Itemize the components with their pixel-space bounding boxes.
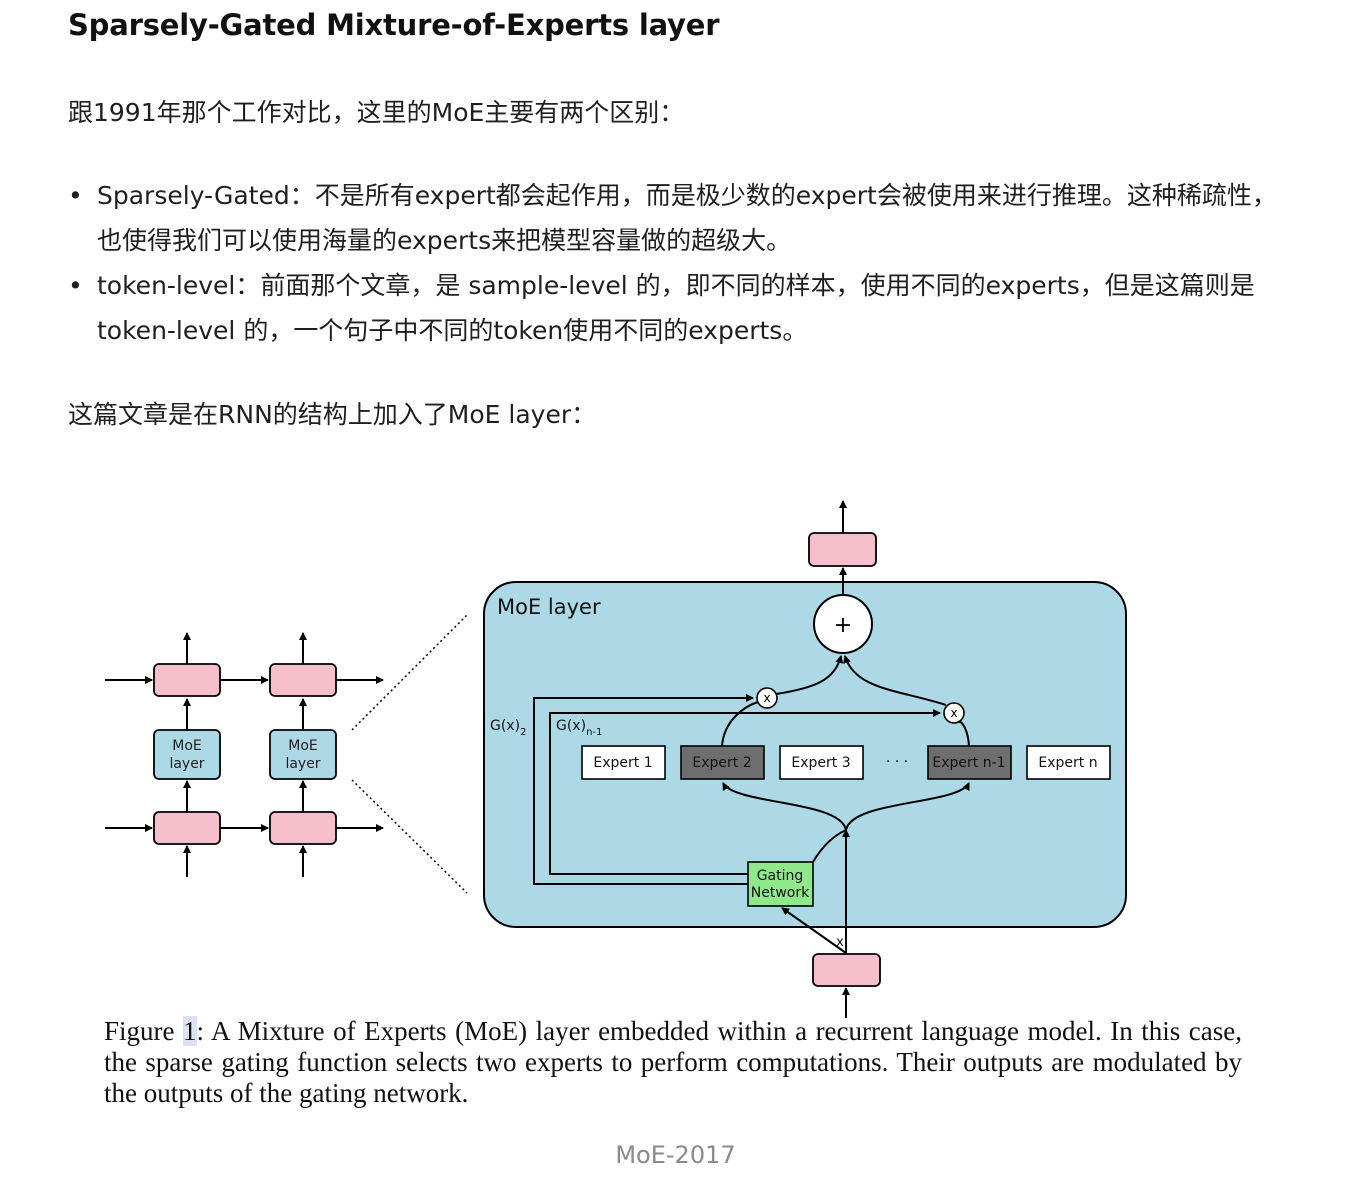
multiply-node-2 [756,687,778,709]
list-item-text: token-level：前面那个文章，是 sample-level 的，即不同的… [97,271,1255,345]
expert-ellipsis: · · · [886,754,908,770]
rnn-cell-top-1 [153,663,221,697]
expert-box-1 [581,745,666,780]
caption-text: : A Mixture of Experts (MoE) layer embed… [104,1016,1242,1108]
list-item: • Sparsely-Gated：不是所有expert都会起作用，而是极少数的e… [68,173,1278,263]
sum-symbol: + [834,613,852,638]
small-moe-box-2 [269,729,337,780]
outro-paragraph: 这篇文章是在RNN的结构上加入了MoE layer： [68,400,597,429]
expert-label: Expert 3 [791,755,850,771]
gate-weight-label-n-1: G(x)n-1 [556,718,602,738]
small-moe-label: layer [169,756,204,772]
rnn-cell-bottom-2 [269,811,337,845]
caption-figure-number[interactable]: 1 [183,1016,197,1046]
small-moe-box-1 [153,729,221,780]
zoom-line-bottom [351,779,468,894]
figure-caption: Figure 1: A Mixture of Experts (MoE) lay… [104,1016,1242,1109]
gating-network-label: Gating [757,868,804,884]
expert-label: Expert 2 [692,755,751,771]
rnn-mini-diagram [105,632,384,877]
gating-network-box [747,861,814,907]
sum-node [813,594,873,654]
gating-network-label: Network [751,885,810,901]
rnn-cell-bottom-1 [153,811,221,845]
multiply-symbol: x [950,706,957,720]
moe-input-cell [812,953,881,987]
expert-label: Expert n-1 [932,755,1005,771]
section-heading: Sparsely-Gated Mixture-of-Experts layer [68,8,720,42]
expert-box-2 [680,745,765,780]
gate-weight-label-2: G(x)2 [490,718,526,738]
rnn-cell-top-2 [269,663,337,697]
intro-paragraph: 跟1991年那个工作对比，这里的MoE主要有两个区别： [68,98,685,127]
expert-label: Expert n [1038,755,1097,771]
list-item-text: Sparsely-Gated：不是所有expert都会起作用，而是极少数的exp… [97,181,1277,255]
moe-architecture-diagram: MoE layer MoE layer MoE layer + G(x)2 G(… [105,500,1127,1018]
moe-output-cell [808,532,877,567]
zoom-line-top [351,614,468,731]
input-label: x [836,935,844,950]
multiply-node-n-1 [943,702,965,724]
expert-box-n [1026,745,1111,780]
small-moe-label: MoE [172,738,202,754]
moe-layer-title: MoE layer [497,595,601,619]
difference-list: • Sparsely-Gated：不是所有expert都会起作用，而是极少数的e… [68,173,1278,353]
figure-label: MoE-2017 [615,1141,736,1169]
caption-prefix: Figure [104,1016,184,1046]
expert-label: Expert 1 [593,755,652,771]
small-moe-label: layer [285,756,320,772]
bullet-marker: • [68,181,83,210]
list-item: • token-level：前面那个文章，是 sample-level 的，即不… [68,263,1278,353]
expert-box-3 [779,745,864,780]
multiply-symbol: x [763,691,770,705]
bullet-marker: • [68,271,83,300]
small-moe-label: MoE [288,738,318,754]
expert-box-n-1 [927,745,1012,780]
